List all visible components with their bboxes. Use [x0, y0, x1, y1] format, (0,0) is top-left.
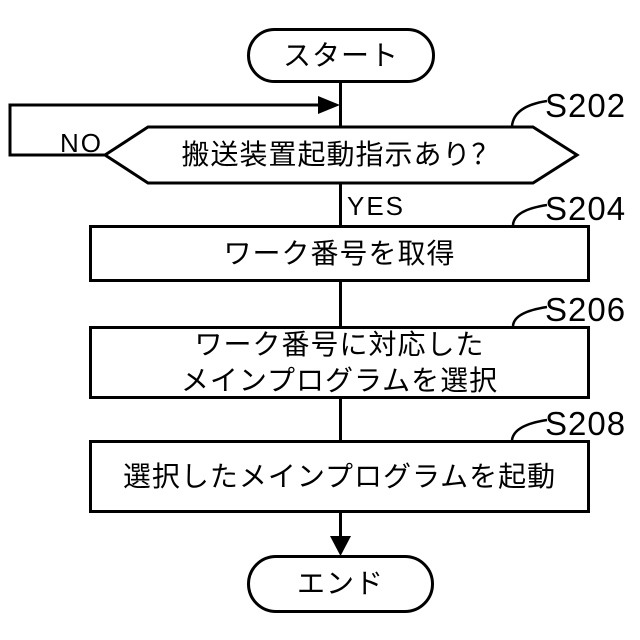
start-terminator: スタート — [247, 28, 435, 83]
start-label: スタート — [282, 39, 399, 71]
step-ref-s208: S208 — [545, 405, 627, 442]
decision-label: 搬送装置起動指示あり？ — [181, 139, 501, 170]
yes-branch-label: YES — [347, 191, 406, 221]
step-ref-s206: S206 — [545, 291, 627, 328]
end-terminator: エンド — [247, 555, 434, 613]
arrowhead-down-icon — [330, 536, 351, 556]
process-label-s208: 選択したメインプログラムを起動 — [122, 460, 557, 492]
process-label-s204: ワーク番号を取得 — [223, 237, 456, 269]
leader-line-s206 — [511, 305, 548, 327]
leader-line-s204 — [511, 203, 548, 226]
no-branch-label: NO — [60, 128, 103, 158]
step-ref-s204: S204 — [545, 190, 627, 227]
end-label: エンド — [296, 568, 384, 599]
leader-line-s202 — [510, 99, 548, 127]
process-box-s204: ワーク番号を取得 — [89, 225, 590, 282]
leader-line-s208 — [510, 418, 548, 441]
step-ref-s202: S202 — [545, 87, 627, 124]
arrowhead-right-icon — [318, 96, 340, 114]
connector-no-loop — [8, 103, 319, 157]
process-box-s208: 選択したメインプログラムを起動 — [89, 440, 590, 513]
process-label-s206: ワーク番号に対応した メインプログラムを選択 — [180, 328, 499, 396]
process-box-s206: ワーク番号に対応した メインプログラムを選択 — [89, 326, 590, 399]
decision-hexagon — [102, 125, 580, 185]
